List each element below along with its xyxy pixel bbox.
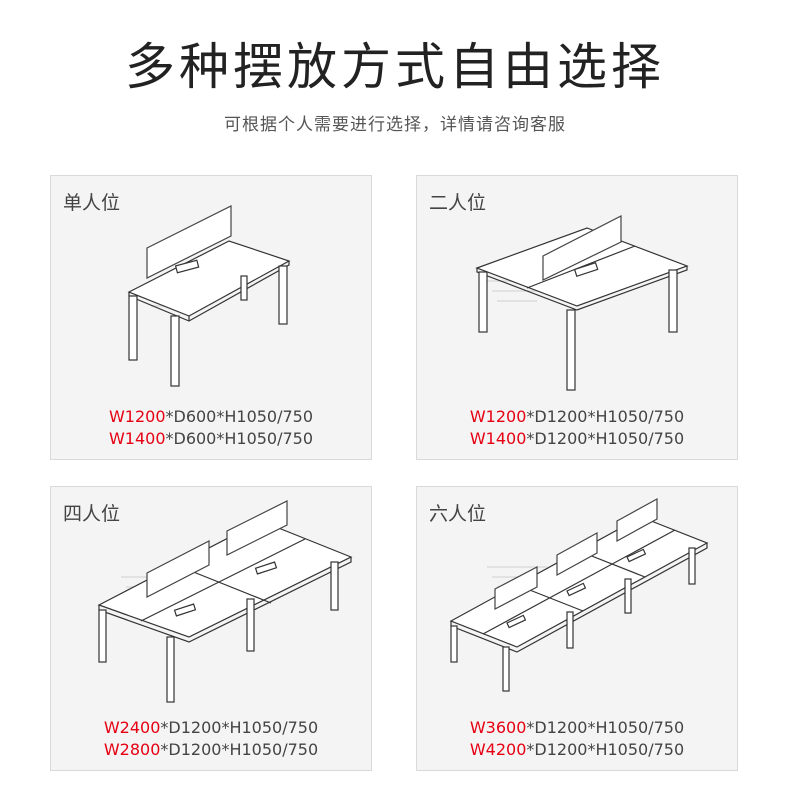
two-seat-desk-illustration (475, 215, 689, 391)
dimension-line-2: W2800*D1200*H1050/750 (103, 740, 319, 759)
card-single-seat: 单人位 W1200*D600*H1050/750 W1400*D600*H105… (50, 175, 372, 460)
dimension-line-1: W2400*D1200*H1050/750 (103, 718, 319, 737)
dimension-spec: W1200*D600*H1050/750 W1400*D600*H1050/75… (51, 406, 371, 450)
dimension-line-1: W3600*D1200*H1050/750 (469, 718, 685, 737)
card-six-seat: 六人位 W3600*D1200*H1050/750 W4200*D1200*H1… (416, 486, 738, 771)
dimension-line-2: W1400*D600*H1050/750 (108, 429, 314, 448)
six-seat-desk-illustration (449, 497, 709, 692)
dimension-line-1: W1200*D600*H1050/750 (108, 407, 314, 426)
card-label: 六人位 (429, 503, 487, 525)
dimension-line-1: W1200*D1200*H1050/750 (469, 407, 685, 426)
card-label: 四人位 (63, 503, 121, 525)
card-label: 二人位 (429, 192, 487, 214)
dimension-spec: W3600*D1200*H1050/750 W4200*D1200*H1050/… (417, 717, 737, 761)
card-label: 单人位 (63, 192, 121, 214)
single-desk-illustration (127, 205, 291, 387)
dimension-spec: W2400*D1200*H1050/750 W2800*D1200*H1050/… (51, 717, 371, 761)
card-four-seat: 四人位 W2400*D1200*H1050/750 W2800*D1200*H1… (50, 486, 372, 771)
dimension-line-2: W4200*D1200*H1050/750 (469, 740, 685, 759)
card-two-seat: 二人位 W1200*D1200*H1050/750 W1400*D1200*H1… (416, 175, 738, 460)
dimension-line-2: W1400*D1200*H1050/750 (469, 429, 685, 448)
page-title: 多种摆放方式自由选择 (125, 38, 665, 96)
dimension-spec: W1200*D1200*H1050/750 W1400*D1200*H1050/… (417, 406, 737, 450)
page-subtitle: 可根据个人需要进行选择，详情请咨询客服 (224, 115, 566, 135)
four-seat-desk-illustration (97, 500, 353, 703)
